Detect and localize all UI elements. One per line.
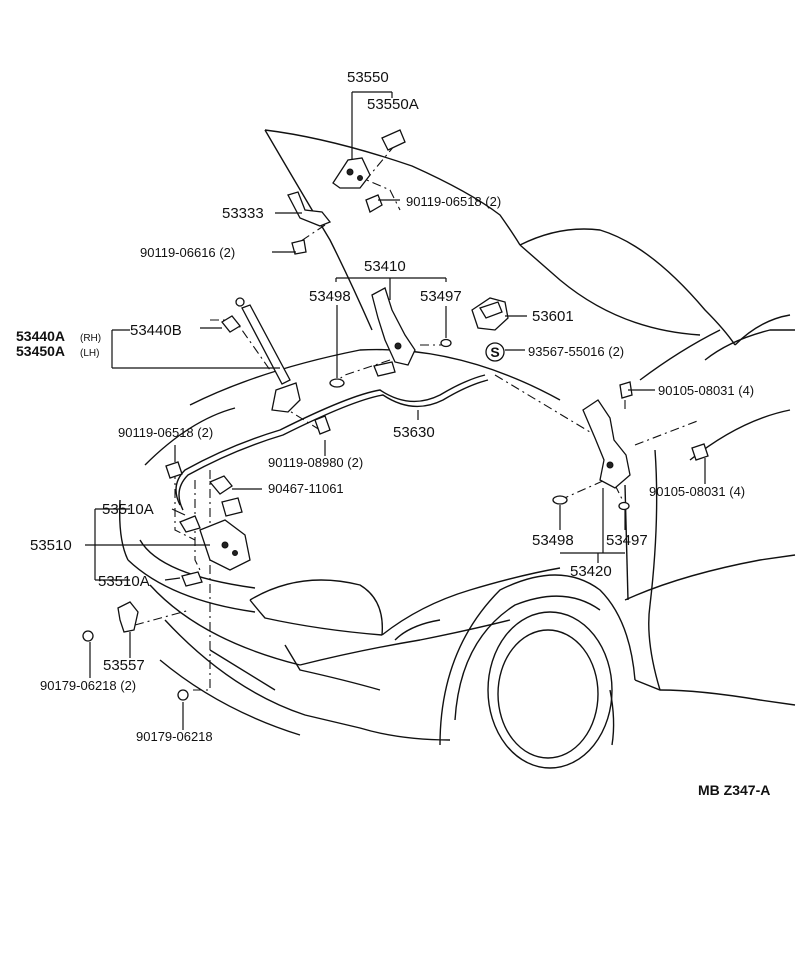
hood-hinge-right-53420-part (582, 381, 709, 489)
label-90119-06518-mid: 90119-06518 (2) (118, 425, 213, 440)
s-marker-icon: S (485, 342, 505, 362)
hood-lock-striker-53601-part (471, 297, 509, 331)
label-53420: 53420 (570, 563, 612, 580)
hook-53557-part (117, 601, 139, 633)
label-90119-06518-top: 90119-06518 (2) (406, 194, 501, 209)
diagram-code: MB Z347-A (698, 782, 770, 798)
bolt-90119-06518-mid-part (165, 461, 183, 479)
label-90119-06616: 90119-06616 (2) (140, 245, 235, 260)
washer-53497-bottom-part (618, 501, 630, 511)
part-number-labels: 53550 53550A 53333 90119-06518 (2) 90119… (16, 69, 770, 798)
label-53510a-bottom: 53510A (98, 573, 150, 590)
label-53333: 53333 (222, 205, 264, 222)
label-53450a-side: (LH) (80, 348, 99, 359)
label-53550: 53550 (347, 69, 389, 86)
bolt-90119-06616-part (291, 239, 307, 255)
label-90119-08980: 90119-08980 (2) (268, 455, 363, 470)
bolt-90119-06518-top-part (365, 194, 383, 213)
label-leader-lines (85, 91, 706, 730)
s-marker-label: S (490, 344, 499, 360)
label-90105-08031-a: 90105-08031 (4) (658, 383, 754, 398)
label-53498-bottom: 53498 (532, 532, 574, 549)
car-body-outline (118, 129, 796, 769)
hood-hinge-left-53410-part (371, 287, 416, 377)
clip-90467-part (208, 475, 233, 495)
label-53450a: 53450A (16, 343, 65, 359)
label-53497-top: 53497 (420, 288, 462, 305)
hood-stay-damper-part (221, 297, 301, 413)
label-53601: 53601 (532, 308, 574, 325)
label-90179-06218: 90179-06218 (136, 729, 213, 744)
label-53510a-top: 53510A (102, 501, 154, 518)
hood-lock-53510-part (179, 497, 251, 587)
label-53550a: 53550A (367, 96, 419, 113)
washer-53498-top-part (329, 378, 345, 388)
label-90105-08031-b: 90105-08031 (4) (649, 484, 745, 499)
clip-53550a-part (381, 129, 406, 151)
label-53440a-side: (RH) (80, 333, 101, 344)
label-53510: 53510 (30, 537, 72, 554)
label-90179-06218-2: 90179-06218 (2) (40, 678, 136, 693)
hood-hinge-upper-part (332, 157, 371, 189)
label-90467-11061: 90467-11061 (268, 481, 344, 496)
label-53557: 53557 (103, 657, 145, 674)
label-53410: 53410 (364, 258, 406, 275)
hood-release-cable (175, 374, 489, 511)
label-53440a: 53440A (16, 328, 65, 344)
label-93567-55016: 93567-55016 (2) (528, 344, 624, 359)
label-53498-top: 53498 (309, 288, 351, 305)
washer-53498-bottom-part (552, 495, 568, 505)
label-53630: 53630 (393, 424, 435, 441)
nut-90179-06218-part (177, 689, 189, 701)
bolt-90119-08980-part (314, 415, 331, 435)
nut-90179-06218-2-part (82, 630, 94, 642)
label-53497-bottom: 53497 (606, 532, 648, 549)
washer-53497-top-part (440, 338, 452, 348)
label-53440b: 53440B (130, 322, 182, 339)
hood-support-rod-53333-part (287, 191, 332, 227)
